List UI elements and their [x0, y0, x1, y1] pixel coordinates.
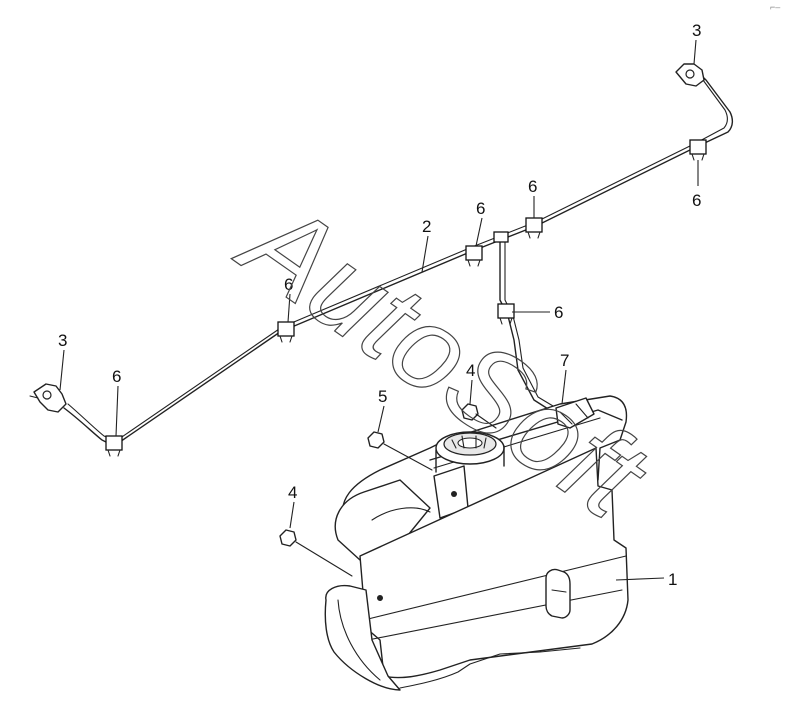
- hose-clip: [105, 435, 123, 457]
- washer-nozzle-left: [29, 383, 67, 413]
- callout-6: 6: [554, 303, 563, 322]
- corner-mark: ⌐–: [770, 2, 780, 12]
- callout-6: 6: [112, 367, 121, 386]
- leader-lines: [59, 39, 699, 581]
- hose-clip: [525, 217, 543, 239]
- hose-clip: [497, 303, 515, 325]
- hose-clip: [689, 139, 707, 161]
- bolt-screw: [367, 431, 433, 471]
- callout-6: 6: [692, 191, 701, 210]
- hose-clip: [465, 245, 483, 267]
- callout-4: 4: [288, 483, 297, 502]
- bolt-lower: [279, 529, 353, 577]
- hose-clip: [277, 321, 295, 343]
- callout-7: 7: [560, 351, 569, 370]
- callout-6: 6: [284, 275, 293, 294]
- hose-clips: [105, 139, 707, 457]
- washer-reservoir: [324, 395, 629, 691]
- hose-tee: [493, 231, 509, 243]
- callout-5: 5: [378, 387, 387, 406]
- callout-labels: 1 2 3 3 4 4 5 6 6 6 6 6 6 7: [58, 21, 701, 589]
- callout-3: 3: [58, 331, 67, 350]
- callout-1: 1: [668, 570, 677, 589]
- callout-6: 6: [476, 199, 485, 218]
- washer-nozzle-right: [675, 63, 705, 87]
- callout-2: 2: [422, 217, 431, 236]
- bolt-upper: [461, 403, 497, 429]
- callout-3: 3: [692, 21, 701, 40]
- callout-4: 4: [466, 361, 475, 380]
- callout-6: 6: [528, 177, 537, 196]
